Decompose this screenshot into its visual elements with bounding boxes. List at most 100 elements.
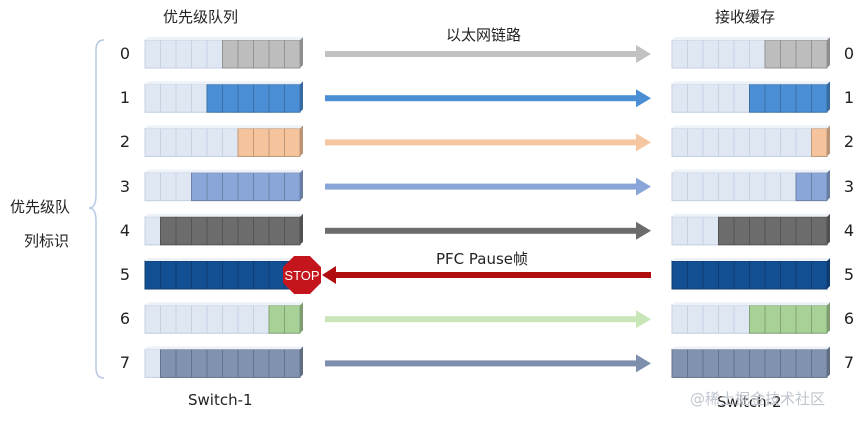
priority-index-left: 1 [119,88,131,108]
priority-index-right: 3 [843,176,855,196]
switch1-queue-7-cell [206,348,223,378]
stop-sign-icon [283,256,321,294]
switch2-buffer-4-cell [671,216,688,246]
switch2-buffer-1-side [827,81,830,113]
switch2-buffer-1-cell [795,83,812,113]
switch2-buffer-7-cell [811,348,828,378]
switch2-buffer-7-cell [733,348,750,378]
priority-id-label-line1: 优先级队 [10,198,71,216]
switch1-queue-5-cell [206,260,223,290]
switch1-queue-7-cell [237,348,254,378]
switch2-buffer-0-cell [718,39,735,69]
priority-id-label-line2: 列标识 [24,232,70,250]
switch2-buffer-4-cell [687,216,704,246]
switch1-queue-5-top [145,258,303,261]
switch1-queue-1-cell [160,83,177,113]
priority-index-right: 6 [843,309,855,329]
switch2-buffer-6-side [827,302,830,334]
switch1-queue-7-cell [160,348,177,378]
priority-index-left: 2 [119,132,131,152]
switch1-queue-6-cell [160,304,177,334]
switch1-queue-6-top [145,302,303,306]
switch1-queue-4-cell [222,216,239,246]
priority-index-right: 2 [843,132,855,152]
switch1-queue-2-cell [175,127,192,157]
priority-index-left: 5 [119,265,131,284]
switch1-queue-4-cell [160,216,177,246]
link-arrow-head-3 [636,177,651,196]
switch2-buffer-3-side [827,169,830,201]
switch1-queue-7-cell [284,348,301,378]
switch1-queue-7-cell [191,348,208,378]
ethernet-link-title: 以太网链路 [446,26,522,44]
switch2-buffer-7-cell [687,348,704,378]
switch1-queue-4-cell [191,216,208,246]
switch2-buffer-1-cell [733,83,750,113]
switch2-buffer-2-cell [795,127,812,157]
switch2-buffer-1-top [672,81,830,85]
switch1-queue-3-cell [253,172,270,202]
switch2-buffer-6-cell [749,304,766,334]
switch2-buffer-3-cell [795,172,812,202]
switch2-buffer-2-cell [764,127,781,157]
switch2-buffer-4-cell [749,216,766,246]
switch1-queue-6-cell [206,304,223,334]
switch1-queue-4-cell [206,216,223,246]
switch1-queue-3-top [145,169,303,173]
switch1-queue-7-top [145,346,303,350]
switch2-buffer-7-cell [764,348,781,378]
switch1-queue-3-cell [268,172,285,202]
switch2-buffer-4-side [827,213,830,245]
switch2-buffer-2-side [827,125,830,157]
switch1-queue-2-side [300,125,303,157]
switch2-buffer-7-cell [702,348,719,378]
switch2-buffer-1-cell [687,83,704,113]
pause-arrow-shaft [333,272,651,278]
switch1-queue-6-cell [284,304,301,334]
switch2-buffer-6-cell [733,304,750,334]
priority-index-left: 7 [119,353,131,373]
switch1-queue-1-cell [191,83,208,113]
switch2-buffer-3-cell [780,172,797,202]
switch2-buffer-3-cell [811,172,828,202]
switch1-queue-1-cell [268,83,285,113]
switch1-queue-7-cell [222,348,239,378]
link-arrow-shaft-1 [325,95,637,102]
switch2-buffer-0-top [672,37,830,40]
switch1-queue-1-cell [222,83,239,113]
switch2-buffer-6-cell [811,304,828,334]
switch2-buffer-5-cell [780,260,797,290]
switch2-buffer-1-cell [671,83,688,113]
switch2-buffer-4-cell [780,216,797,246]
switch2-buffer-2-top [672,125,830,129]
switch2-buffer-6-cell [702,304,719,334]
link-arrow-head-7 [636,354,651,373]
switch2-buffer-6-cell [764,304,781,334]
switch2-buffer-5-cell [811,260,828,290]
switch1-queue-4-cell [144,216,161,246]
switch1-queue-0-top [145,37,303,40]
switch2-buffer-0-side [827,37,830,68]
switch2-buffer-0-cell [687,39,704,69]
switch1-queue-3-cell [175,172,192,202]
switch1-queue-2-cell [160,127,177,157]
switch2-buffer-7-cell [780,348,797,378]
priority-brace [88,39,105,379]
switch2-buffer-0-cell [811,39,828,69]
link-arrow-head-0 [636,45,651,63]
switch1-queue-2-cell [284,127,301,157]
switch2-buffer-0-cell [795,39,812,69]
switch1-queue-4-cell [268,216,285,246]
switch2-buffer-7-top [672,346,830,350]
switch1-queue-0-cell [222,39,239,69]
switch1-queue-2-cell [253,127,270,157]
switch1-queue-4-cell [253,216,270,246]
switch1-queue-3-cell [222,172,239,202]
link-arrow-shaft-6 [325,316,637,323]
switch1-queue-7-cell [253,348,270,378]
switch-2-label: Switch-2 [717,393,782,411]
switch1-queue-2-cell [268,127,285,157]
switch1-queue-3-cell [206,172,223,202]
link-arrow-shaft-3 [325,183,637,190]
switch1-queue-0-cell [160,39,177,69]
